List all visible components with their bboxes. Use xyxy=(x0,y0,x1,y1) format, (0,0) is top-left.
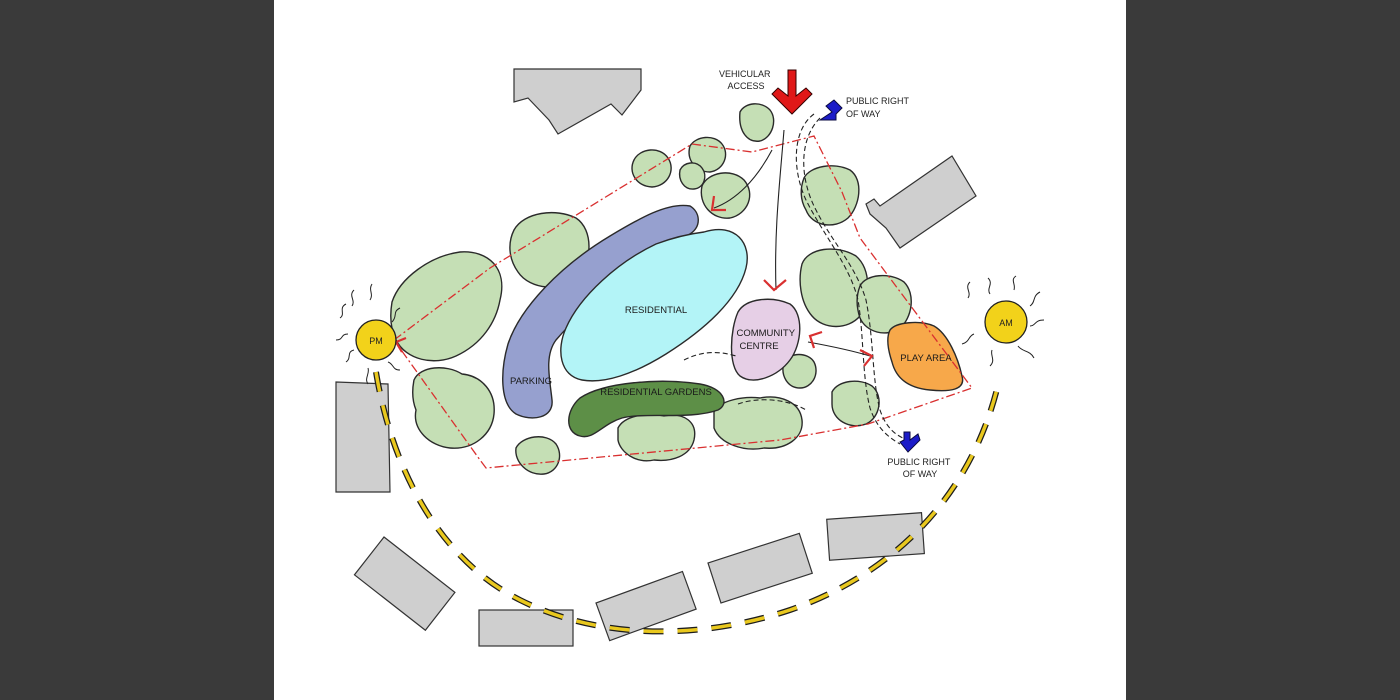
community-centre-zone xyxy=(730,298,801,381)
sun-label-am: AM xyxy=(999,318,1013,328)
residential-zone xyxy=(560,228,748,382)
entrance-marker xyxy=(808,330,823,349)
public-row-arrow-bottom xyxy=(899,431,921,453)
building-left-edge xyxy=(335,381,391,493)
sun-path-fill xyxy=(374,371,1000,634)
entrance-marker xyxy=(710,195,726,212)
building-top-left xyxy=(513,68,642,135)
vehicular-route-main xyxy=(775,129,785,291)
site-analysis-diagram: PM AM VEHICULAR ACCESS PUBLIC RIGHT OF W… xyxy=(274,0,1126,700)
residential-gardens-label: RESIDENTIAL GARDENS xyxy=(600,387,712,398)
tree xyxy=(782,353,817,389)
tree xyxy=(411,367,495,449)
public-row-path-1 xyxy=(803,117,909,441)
tree xyxy=(713,396,803,450)
residential-gardens-zone xyxy=(568,380,725,438)
community-centre-label: COMMUNITY CENTRE xyxy=(736,328,797,352)
garden-link xyxy=(737,399,807,411)
public-row-label-bottom: PUBLIC RIGHT OF WAY xyxy=(887,457,952,479)
sun-pm: PM xyxy=(335,283,401,385)
diagram-svg: PM AM VEHICULAR ACCESS PUBLIC RIGHT OF W… xyxy=(335,68,1045,647)
entrance-marker xyxy=(859,349,874,367)
public-row-arrow-top xyxy=(818,99,843,121)
site-boundary xyxy=(393,135,974,469)
tree xyxy=(678,162,706,190)
tree xyxy=(739,103,775,142)
tree xyxy=(390,251,503,362)
tree xyxy=(700,172,751,219)
parking-label: PARKING xyxy=(510,376,552,387)
community-link xyxy=(683,351,737,361)
public-row-path-2 xyxy=(795,113,901,445)
sun-icon xyxy=(355,319,397,361)
vehicular-access-arrow xyxy=(771,69,813,115)
building-south-3 xyxy=(595,570,697,642)
sun-icon xyxy=(984,300,1028,344)
play-link xyxy=(807,341,871,357)
tree xyxy=(515,436,561,475)
sun-am: AM xyxy=(961,275,1045,367)
building-south-1 xyxy=(353,536,456,632)
tree xyxy=(831,380,880,427)
building-south-4 xyxy=(707,532,814,604)
tree xyxy=(799,248,869,328)
public-row-label-top: PUBLIC RIGHT OF WAY xyxy=(846,96,911,119)
sun-label-pm: PM xyxy=(369,336,383,346)
play-area-label: PLAY AREA xyxy=(900,353,952,364)
residential-label: RESIDENTIAL xyxy=(625,305,687,316)
building-right xyxy=(865,155,977,249)
vehicular-route xyxy=(713,149,773,209)
routes xyxy=(683,113,909,445)
tree xyxy=(617,413,696,462)
vehicular-access-label: VEHICULAR ACCESS xyxy=(719,69,773,91)
entrance-marker xyxy=(763,279,787,292)
play-area-zone xyxy=(887,321,964,392)
